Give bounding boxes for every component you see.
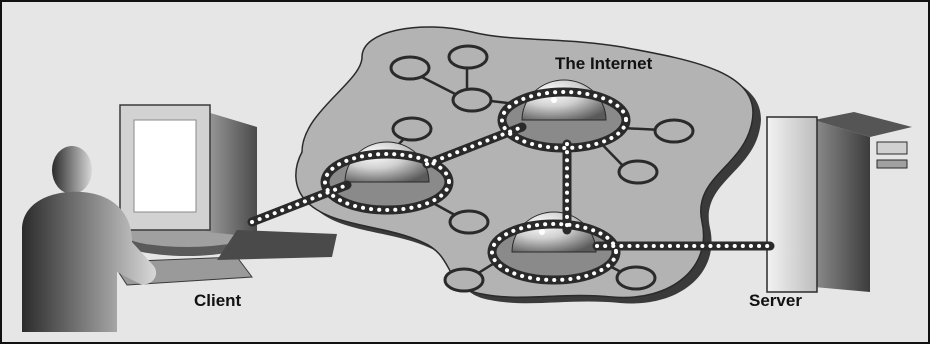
client-computer-icon [111, 104, 337, 286]
network-links [247, 87, 775, 285]
client-label: Client [194, 291, 242, 310]
network-nodes [389, 44, 695, 293]
internet-label: The Internet [555, 54, 653, 73]
user-figure-icon [22, 146, 157, 332]
internet-cloud [295, 26, 754, 299]
server-tower-icon [766, 112, 912, 293]
server-label: Server [749, 291, 802, 310]
